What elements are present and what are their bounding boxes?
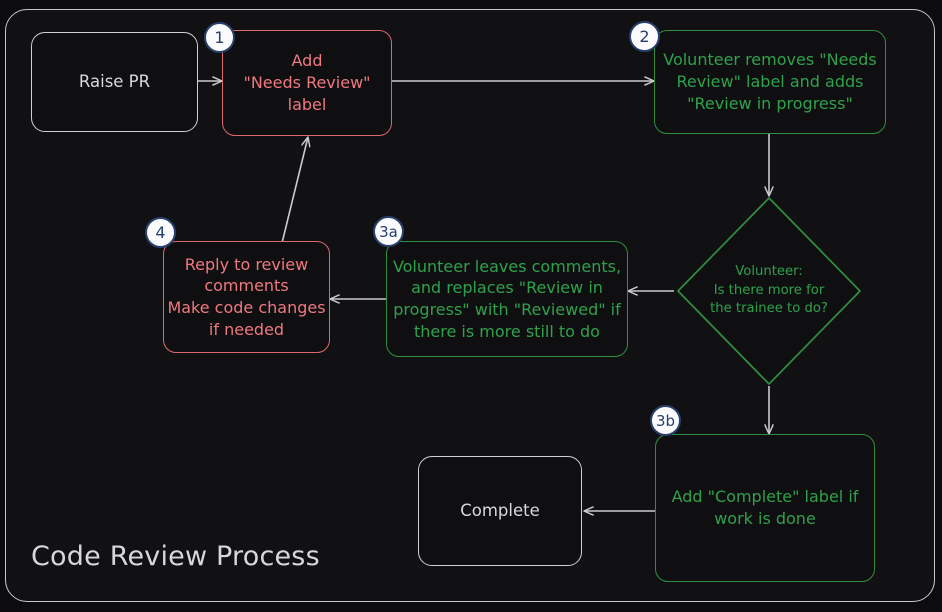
- badge-step-3b: 3b: [650, 405, 681, 436]
- node-raise-pr-label: Raise PR: [78, 71, 151, 91]
- node-reply-to-review-comments-text: Reply to review comments Make code chang…: [167, 254, 326, 339]
- node-add-complete-label[interactable]: Add "Complete" label if work is done: [655, 434, 875, 582]
- node-add-complete-label-text: Add "Complete" label if work is done: [671, 487, 859, 528]
- node-volunteer-leaves-comments[interactable]: Volunteer leaves comments, and replaces …: [386, 241, 628, 357]
- diagram-title: Code Review Process: [31, 541, 320, 572]
- badge-step-2: 2: [629, 21, 660, 52]
- node-volunteer-removes-label[interactable]: Volunteer removes "Needs Review" label a…: [654, 30, 886, 134]
- node-reply-to-review-comments[interactable]: Reply to review comments Make code chang…: [163, 241, 330, 353]
- node-volunteer-leaves-comments-text: Volunteer leaves comments, and replaces …: [392, 256, 622, 341]
- node-raise-pr[interactable]: Raise PR: [31, 32, 198, 132]
- node-add-needs-review-label[interactable]: Add "Needs Review" label: [222, 30, 392, 136]
- node-volunteer-removes-label-text: Volunteer removes "Needs Review" label a…: [663, 50, 877, 113]
- node-add-needs-review-label-text: Add "Needs Review" label: [243, 51, 371, 114]
- node-decision-more-work-label: Volunteer: Is there more for the trainee…: [710, 263, 828, 317]
- badge-step-4: 4: [145, 217, 176, 248]
- node-complete[interactable]: Complete: [418, 456, 582, 566]
- badge-step-3a: 3a: [373, 216, 404, 247]
- badge-step-1: 1: [204, 22, 235, 53]
- node-decision-more-work[interactable]: Volunteer: Is there more for the trainee…: [676, 198, 862, 384]
- node-complete-label: Complete: [460, 500, 540, 520]
